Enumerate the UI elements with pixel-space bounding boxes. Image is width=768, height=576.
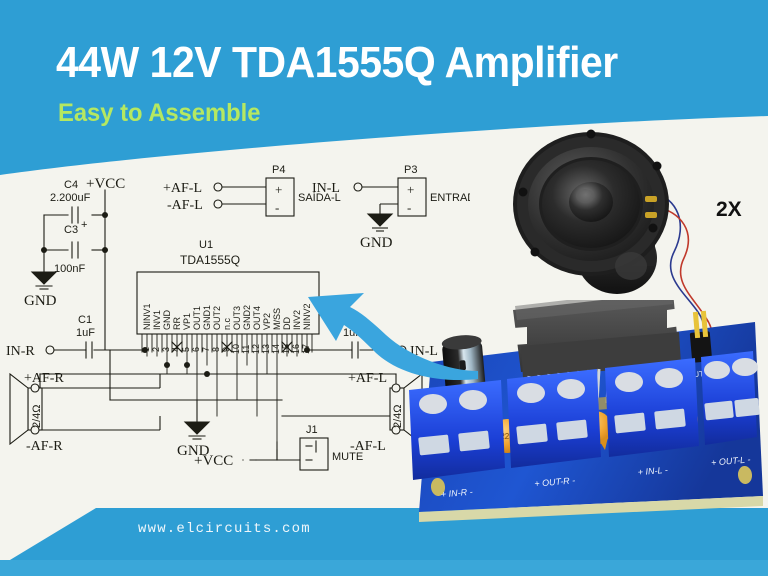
circuit-schematic: +VCC GND GND GND +VCC C4 2.200uF + C3 10… [6,164,470,471]
svg-text:223: 223 [500,432,514,441]
port-af-r-pos: +AF-R [24,371,64,386]
p4-sign-neg: - [275,200,279,215]
svg-text:OUT2: OUT2 [212,306,222,330]
port-af-r-neg: -AF-R [26,439,63,454]
svg-text:4: 4 [171,347,181,352]
caption-j1: MUTE [332,451,363,463]
speaker-photo [513,129,669,294]
website-url: www.elcircuits.com [138,521,311,537]
svg-text:DD: DD [282,317,292,330]
value-c3: 100nF [54,263,85,275]
value-c4: 2.200uF [50,192,91,204]
svg-text:RR: RR [172,317,182,330]
svg-text:16: 16 [291,344,301,354]
ref-p3: P3 [404,164,417,176]
label-gnd-p3: GND [360,235,393,251]
svg-text:6: 6 [191,347,201,352]
svg-text:M/SS: M/SS [272,308,282,330]
svg-text:MUTE: MUTE [686,369,709,380]
svg-text:7: 7 [201,347,211,352]
p3-sign-pos: + [407,182,414,197]
ref-j1: J1 [306,424,318,436]
svg-text:5: 5 [181,347,191,352]
svg-text:12: 12 [251,344,261,354]
svg-text:GND: GND [162,310,172,331]
svg-text:n.c: n.c [222,317,232,330]
ic-pin-numbers: 1 2 3 4 5 6 7 8 9 10 11 12 13 14 15 16 1… [141,344,311,354]
terminal-block-in-l: + IN-L - [605,358,699,477]
p3-sign-neg: - [407,200,411,215]
ref-c3: C3 [64,224,78,236]
connector-p3 [353,177,427,232]
svg-text:10: 10 [231,344,241,354]
header-banner: 44W 12V TDA1555Q Amplifier Easy to Assem… [0,0,768,150]
speaker-impedance-right: 2/4Ω [31,404,43,428]
svg-text:1: 1 [141,347,151,352]
speaker-symbol-right [9,372,161,446]
speaker-quantity-label: 2X [716,198,742,221]
terminal-block-out-l: + OUT-L - [701,351,760,468]
port-af-l-neg: -AF-L [350,439,386,454]
ref-p4: P4 [272,164,285,176]
svg-text:+ OUT-R -: + OUT-R - [534,475,576,489]
svg-text:+ IN-R -: + IN-R - [440,487,473,500]
svg-text:+ IN-L -: + IN-L - [637,465,668,478]
caption-p3: ENTRADA-L [430,192,470,204]
p3-term-in: IN-L [312,181,340,196]
ref-c4: C4 [64,179,78,191]
label-vcc-bottom: +VCC [194,453,233,469]
page-subtitle: Easy to Assemble [58,99,261,127]
svg-text:13: 13 [261,344,271,354]
svg-text:11: 11 [241,345,251,354]
p4-term-neg: -AF-L [167,198,203,213]
svg-text:14: 14 [271,344,281,354]
label-gnd-left: GND [24,293,57,309]
page-title: 44W 12V TDA1555Q Amplifier [56,38,618,87]
svg-text:8: 8 [211,347,221,352]
svg-text:OUT4: OUT4 [252,306,262,330]
speaker-impedance-left: 2/4Ω [392,404,404,428]
mute-jumper-header: MUTE [686,310,713,380]
p4-sign-pos: + [275,182,282,197]
label-gnd-mid: GND [177,443,210,459]
svg-text:VP1: VP1 [182,313,192,330]
svg-text:GND2: GND2 [242,305,252,330]
polarity-c4: + [81,219,87,231]
connector-p4 [213,177,295,217]
label-vcc-top: +VCC [86,176,125,192]
ic-part: TDA1555Q [180,253,240,267]
svg-text:+ OUT-L -: + OUT-L - [711,454,751,467]
terminal-block-in-r: + IN-R - [409,380,505,499]
ic-pin-names: NINV1 INV1 GND RR VP1 OUT1 GND1 OUT2 n.c… [142,303,312,330]
svg-text:OUT1: OUT1 [192,306,202,330]
p4-term-pos: +AF-L [163,181,202,196]
port-in-l: IN-L [410,344,438,359]
svg-text:9: 9 [221,347,231,352]
ref-c1: C1 [78,314,92,326]
ic-ref: U1 [199,239,213,251]
svg-text:15: 15 [281,344,291,354]
svg-text:17: 17 [301,344,311,354]
port-af-l-pos: +AF-L [348,371,387,386]
svg-text:NINV2: NINV2 [302,303,312,330]
terminal-block-out-r: + OUT-R - [507,369,601,489]
value-c1: 1uF [76,327,95,339]
port-in-r: IN-R [6,344,35,359]
svg-text:INV2: INV2 [292,310,302,330]
caption-p4: SAÍDA-L [298,191,341,204]
svg-text:3: 3 [161,347,171,352]
amplifier-board-photo: 223 223 MUTE fvml.com.br [409,300,763,522]
svg-text:INV1: INV1 [152,310,162,330]
svg-text:OUT3: OUT3 [232,306,242,330]
svg-text:GND1: GND1 [202,305,212,330]
svg-text:2: 2 [151,347,161,352]
pointer-arrow-icon [308,293,478,380]
svg-text:VP2: VP2 [262,313,272,330]
svg-text:NINV1: NINV1 [142,303,152,330]
